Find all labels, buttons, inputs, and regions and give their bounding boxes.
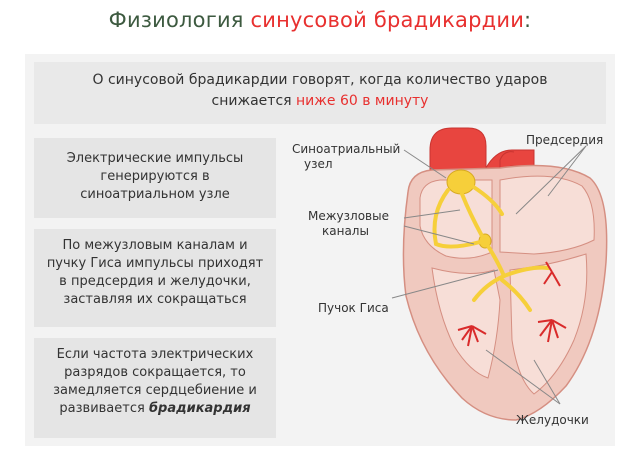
intro-line-2: снижается ниже 60 в минуту [34, 91, 606, 112]
purkinje-fibers-right [537, 261, 567, 343]
intro-line-1: О синусовой брадикардии говорят, когда к… [92, 72, 548, 88]
pointer-lines [391, 145, 587, 405]
info-card-bradycardia-text: Если частота электрических разрядов сокр… [53, 347, 257, 416]
label-ventricles: Желудочки [516, 413, 589, 427]
aorta [429, 127, 487, 180]
info-card-impulses-text: Электрические импульсы генерируются в си… [66, 151, 244, 202]
atrium-left [419, 179, 493, 259]
title-main: Физиология [108, 8, 251, 32]
conduction-paths [432, 184, 550, 312]
sa-node [446, 169, 476, 195]
label-sa-node-line-1: Синоатриальный [292, 142, 401, 156]
label-channels-line-1: Межузловые [308, 209, 389, 223]
info-card-bradycardia: Если частота электрических разрядов сокр… [34, 338, 276, 438]
purkinje-fibers-left [457, 325, 487, 347]
info-card-channels-text: По межузловым каналам и пучку Гиса импул… [46, 238, 264, 307]
ventricle-left [431, 267, 501, 379]
label-his-bundle: Пучок Гиса [318, 301, 389, 315]
intro-emphasis: ниже 60 в минуту [296, 93, 429, 109]
title-accent: синусовой брадикардии [250, 8, 525, 32]
info-card-channels: По межузловым каналам и пучку Гиса импул… [34, 229, 276, 327]
page-title: Физиология синусовой брадикардии: [0, 8, 640, 32]
intro-box: О синусовой брадикардии говорят, когда к… [34, 62, 606, 124]
label-channels-line-2: каналы [322, 224, 369, 238]
info-card-impulses: Электрические импульсы генерируются в си… [34, 138, 276, 218]
vena-cava [499, 151, 515, 178]
info-card-bradycardia-emphasis: брадикардия [148, 401, 251, 416]
label-atria: Предсердия [526, 133, 604, 147]
intro-line-2-text: снижается [211, 93, 297, 109]
title-end: : [524, 8, 532, 32]
atrium-right [499, 175, 595, 255]
label-sa-node-line-2: узел [304, 157, 333, 171]
